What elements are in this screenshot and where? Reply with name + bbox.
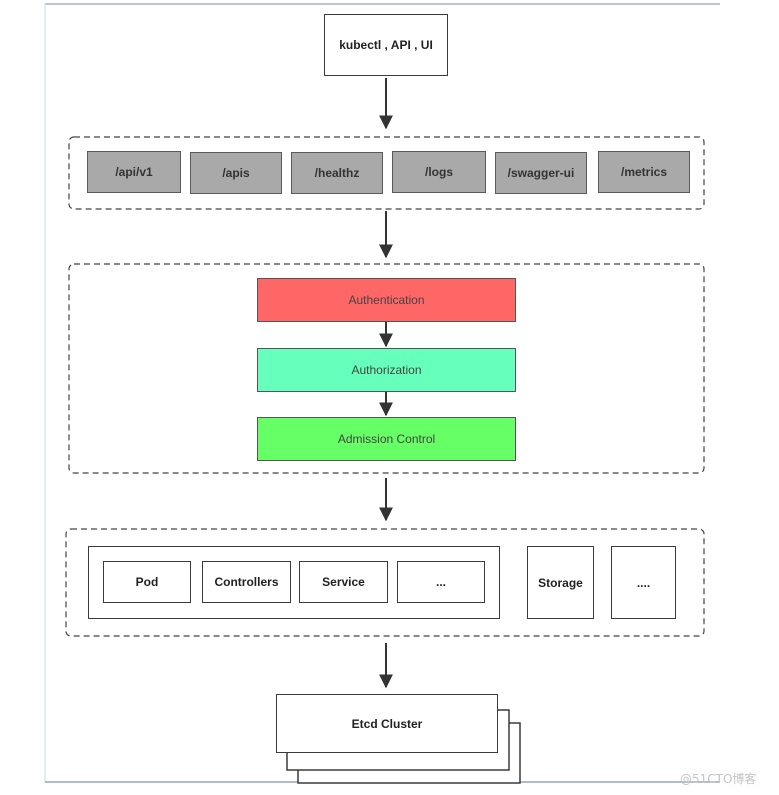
etcd-cluster-box: Etcd Cluster (276, 694, 498, 753)
resource-service: Service (299, 561, 388, 603)
storage-box: Storage (527, 546, 594, 619)
endpoint-label: /swagger-ui (507, 166, 575, 180)
client-label: kubectl , API , UI (339, 38, 433, 52)
resource-pod: Pod (103, 561, 191, 603)
endpoint-apis: /apis (190, 152, 282, 194)
endpoint-label: /apis (222, 166, 250, 180)
endpoint-label: /metrics (620, 165, 668, 179)
storage-more-box: .... (611, 546, 676, 619)
access-control-group-border (68, 263, 705, 474)
endpoint-label: /api/v1 (115, 165, 153, 179)
watermark: @51CTO博客 (680, 772, 757, 786)
stage-label: Authentication (348, 293, 425, 307)
resource-label: Service (322, 575, 365, 589)
stage-label: Admission Control (337, 432, 436, 446)
storage-more-label: .... (636, 575, 651, 590)
endpoint-healthz: /healthz (291, 152, 383, 194)
resource-more: ... (397, 561, 485, 603)
resource-label: Pod (135, 575, 159, 589)
resources-group-border (65, 528, 705, 637)
admission-control-stage: Admission Control (257, 417, 516, 461)
endpoint-logs: /logs (392, 151, 486, 193)
endpoint-label: /healthz (314, 166, 360, 180)
stage-label: Authorization (351, 363, 422, 377)
etcd-label: Etcd Cluster (351, 716, 423, 731)
authorization-stage: Authorization (257, 348, 516, 392)
endpoint-api-v1: /api/v1 (87, 151, 181, 193)
endpoint-label: /logs (424, 165, 453, 179)
endpoint-metrics: /metrics (598, 151, 690, 193)
endpoint-swagger-ui: /swagger-ui (495, 152, 587, 194)
endpoints-group-border (68, 136, 705, 210)
authentication-stage: Authentication (257, 278, 516, 322)
client-box: kubectl , API , UI (324, 14, 448, 76)
storage-label: Storage (538, 575, 583, 590)
resource-label: Controllers (214, 575, 279, 589)
resource-controllers: Controllers (202, 561, 291, 603)
resource-label: ... (435, 575, 446, 589)
